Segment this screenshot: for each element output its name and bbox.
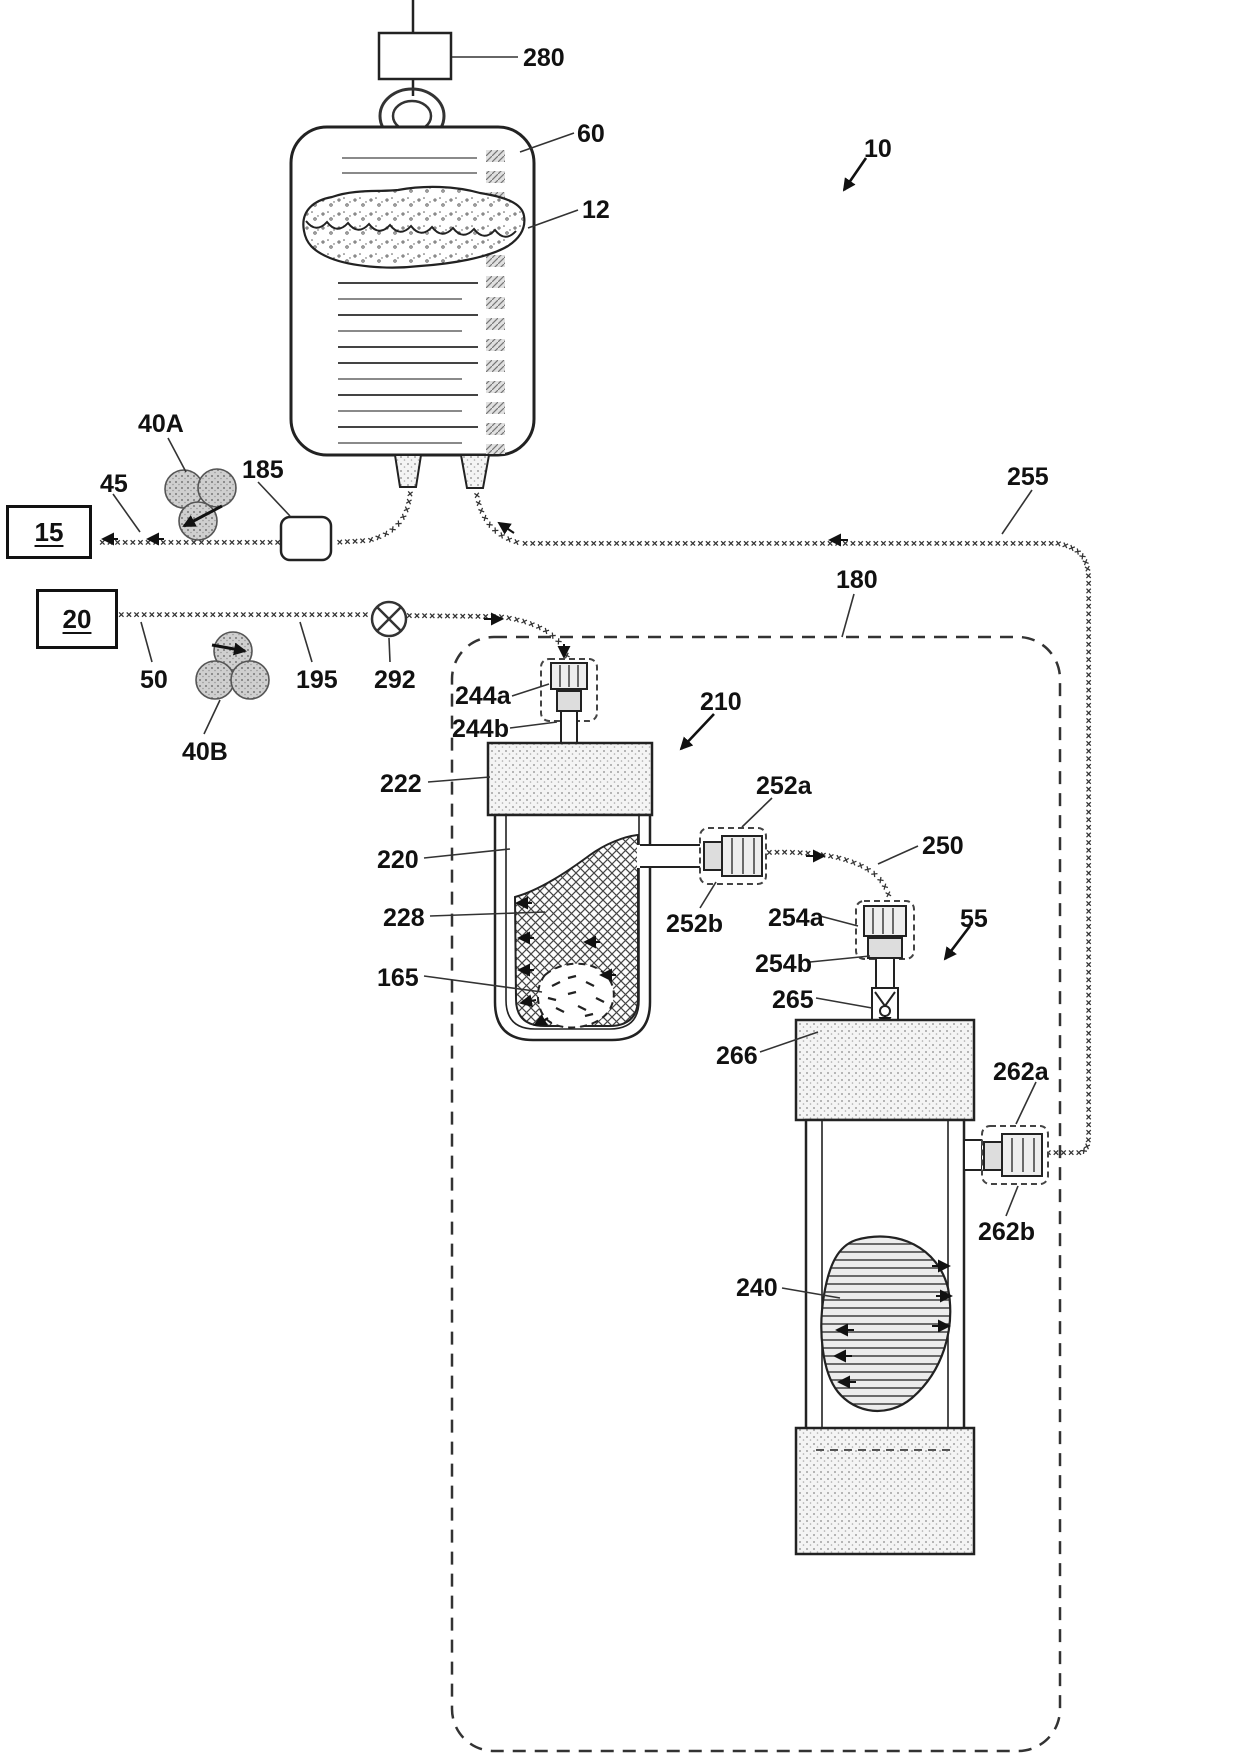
ref-label-244a: 244a bbox=[455, 682, 511, 710]
ref-label-180: 180 bbox=[836, 566, 878, 594]
ref-label-254b: 254b bbox=[755, 950, 812, 978]
flow-arrows bbox=[101, 521, 848, 863]
ref-label-55: 55 bbox=[960, 905, 988, 933]
ref-label-220: 220 bbox=[377, 846, 419, 874]
inline-connector-185 bbox=[279, 515, 333, 562]
ref-label-266: 266 bbox=[716, 1042, 758, 1070]
ref-label-262b: 262b bbox=[978, 1218, 1035, 1246]
bag-fluid-blob-12 bbox=[302, 185, 526, 269]
retentate-blob-165 bbox=[537, 962, 615, 1029]
svg-text:××××××××××××××××××××××××××××××: ×××××××××××××××××××××××××××××× bbox=[0, 0, 281, 549]
ref-label-40A: 40A bbox=[138, 410, 184, 438]
ref-label-280: 280 bbox=[523, 44, 565, 72]
ref-label-60: 60 bbox=[577, 120, 605, 148]
valve-292 bbox=[370, 600, 408, 638]
bag-scale-strip bbox=[486, 150, 505, 454]
bag-port-left bbox=[393, 454, 423, 488]
ref-label-195: 195 bbox=[296, 666, 338, 694]
ref-label-240: 240 bbox=[736, 1274, 778, 1302]
ref-label-262a: 262a bbox=[993, 1058, 1049, 1086]
ref-label-255: 255 bbox=[1007, 463, 1049, 491]
connector-244 bbox=[540, 658, 598, 746]
ref-label-165: 165 bbox=[377, 964, 419, 992]
ref-label-244b: 244b bbox=[452, 715, 509, 743]
enclosure-180-outline bbox=[450, 635, 1062, 1753]
collection-vessel-55 bbox=[794, 1018, 976, 1556]
vessel-outlet bbox=[637, 845, 653, 868]
ref-label-40B: 40B bbox=[182, 738, 228, 766]
ref-label-12: 12 bbox=[582, 196, 610, 224]
vessel-cap-222 bbox=[486, 741, 654, 817]
ref-label-265: 265 bbox=[772, 986, 814, 1014]
blob-240-arrows bbox=[833, 1259, 953, 1389]
ref-label-210: 210 bbox=[700, 688, 742, 716]
hanger-box-280 bbox=[377, 31, 453, 81]
vessel-55-base bbox=[794, 1426, 976, 1556]
ref-label-50: 50 bbox=[140, 666, 168, 694]
station-box-20: 20 bbox=[36, 589, 118, 649]
blob-165-particles bbox=[547, 974, 605, 1018]
check-valve-265 bbox=[871, 987, 899, 1030]
ref-label-228: 228 bbox=[383, 904, 425, 932]
ref-label-252b: 252b bbox=[666, 910, 723, 938]
connector-262 bbox=[963, 1125, 1049, 1185]
permeate-arrows bbox=[515, 896, 616, 1026]
vessel-cap-266 bbox=[794, 1018, 976, 1122]
connector-252 bbox=[699, 827, 767, 885]
bag-port-right bbox=[459, 454, 491, 489]
bag-assembly bbox=[289, 0, 536, 489]
ref-label-185: 185 bbox=[242, 456, 284, 484]
ref-label-292: 292 bbox=[374, 666, 416, 694]
ref-label-252a: 252a bbox=[756, 772, 812, 800]
bag-lines bbox=[338, 157, 478, 444]
roller-clamp-40A bbox=[164, 468, 237, 541]
station-box-15: 15 bbox=[6, 505, 92, 559]
filter-vessel-210 bbox=[486, 741, 702, 1042]
ref-label-45: 45 bbox=[100, 470, 128, 498]
ref-label-222: 222 bbox=[380, 770, 422, 798]
leader-lines bbox=[112, 56, 1037, 1299]
connector-254 bbox=[855, 900, 915, 989]
ref-label-254a: 254a bbox=[768, 904, 824, 932]
ref-label-250: 250 bbox=[922, 832, 964, 860]
station-box-20-label: 20 bbox=[62, 603, 92, 634]
station-box-15-label: 15 bbox=[34, 516, 64, 547]
roller-clamp-40B bbox=[195, 631, 270, 700]
ref-label-10: 10 bbox=[864, 135, 892, 163]
fluid-wave-line bbox=[305, 220, 517, 238]
pointer-arrows bbox=[679, 157, 972, 961]
